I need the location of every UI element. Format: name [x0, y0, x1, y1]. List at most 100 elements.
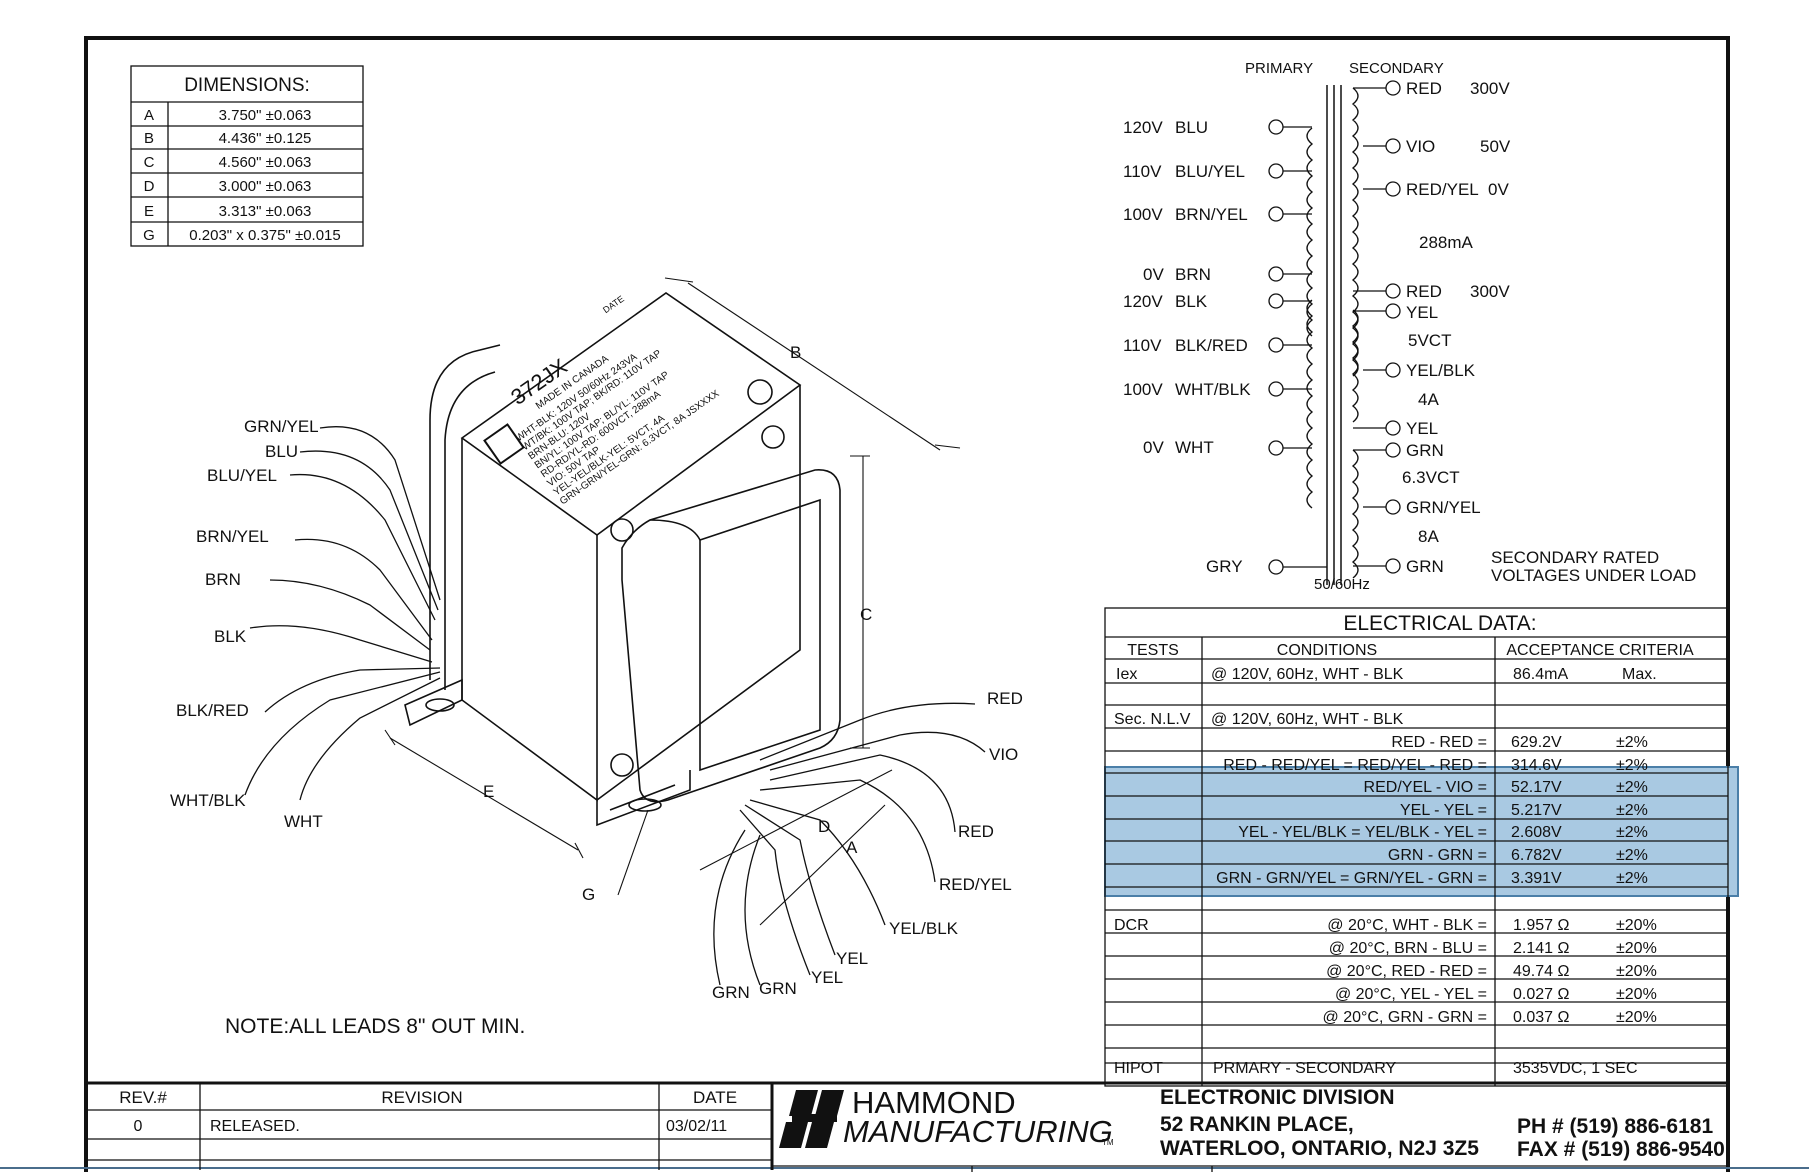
- lead-label: GRN: [712, 983, 750, 1002]
- dcr-value: 49.74 Ω: [1513, 963, 1569, 980]
- leads-note: NOTE:ALL LEADS 8" OUT MIN.: [225, 1015, 525, 1038]
- lead-label: BLU/YEL: [207, 466, 277, 485]
- dim-value: 0.203" x 0.375" ±0.015: [189, 227, 341, 244]
- tap-color: WHT: [1175, 438, 1214, 457]
- secondary-note: VOLTAGES UNDER LOAD: [1491, 566, 1696, 585]
- rev-desc: RELEASED.: [210, 1118, 300, 1135]
- nlv-value: 3.391V: [1511, 870, 1562, 887]
- nlv-tol: ±2%: [1616, 824, 1648, 841]
- hv-volt: 50V: [1480, 137, 1511, 156]
- tap-voltage: 120V: [1123, 118, 1163, 137]
- nlv-tol: ±2%: [1616, 847, 1648, 864]
- primary-windings: [1306, 127, 1314, 509]
- nlv-value: 5.217V: [1511, 802, 1562, 819]
- dcr-tol: ±20%: [1616, 963, 1657, 980]
- dcr-condition: @ 20°C, RED - RED =: [1326, 963, 1487, 980]
- revision-header: REVISION: [381, 1088, 462, 1107]
- sec-lead: RED/YEL: [1406, 180, 1479, 199]
- dim-letter-e: E: [483, 782, 494, 801]
- lead-label: WHT/BLK: [170, 791, 246, 810]
- sec-lead: YEL: [1406, 303, 1438, 322]
- snlv-test: Sec. N.L.V: [1114, 711, 1191, 728]
- electrical-table-grid: [1104, 607, 1729, 1087]
- dcr-value: 0.027 Ω: [1513, 986, 1569, 1003]
- hipot-test: HIPOT: [1114, 1060, 1163, 1077]
- sec-lead: GRN/YEL: [1406, 498, 1481, 517]
- dim-key: E: [144, 203, 154, 220]
- electrical-headers: TESTS CONDITIONS ACCEPTANCE CRITERIA: [1127, 642, 1694, 659]
- lead-label: BLK: [214, 627, 247, 646]
- lead-label: YEL: [811, 968, 843, 987]
- secondary-terminals: [1353, 80, 1401, 574]
- revision-row: 0 RELEASED. 03/02/11: [134, 1118, 728, 1135]
- tap-voltage: 110V: [1123, 336, 1162, 355]
- nlv-tol: ±2%: [1616, 870, 1648, 887]
- dcr-tol: ±20%: [1616, 1009, 1657, 1026]
- frequency-label: 50/60Hz: [1314, 576, 1370, 593]
- dcr-condition: @ 20°C, WHT - BLK =: [1327, 917, 1487, 934]
- revision-table-grid: [86, 1081, 1728, 1172]
- dim-key: B: [144, 130, 154, 147]
- rev-date: 03/02/11: [666, 1118, 727, 1135]
- hv-current: 288mA: [1419, 233, 1474, 252]
- sec-lead: GRN: [1406, 557, 1444, 576]
- dim-letter-c: C: [860, 605, 872, 624]
- primary-terminals: [1268, 119, 1327, 575]
- secondary-note: SECONDARY RATED: [1491, 548, 1659, 567]
- tap-color: BLK: [1175, 292, 1208, 311]
- dcr-tol: ±20%: [1616, 917, 1657, 934]
- nlv-highlight: [1104, 766, 1739, 897]
- company-name-2: MANUFACTURING: [843, 1114, 1113, 1149]
- sec-lead: YEL: [1406, 419, 1438, 438]
- lead-label: BRN: [205, 570, 241, 589]
- snlv-row: Sec. N.L.V @ 120V, 60Hz, WHT - BLK: [1114, 711, 1404, 728]
- tap-color: BRN: [1175, 265, 1211, 284]
- lead-label: WHT: [284, 812, 323, 831]
- hv-volt: 300V: [1470, 282, 1510, 301]
- hipot-row: HIPOT PRMARY - SECONDARY 3535VDC, 1 SEC: [1114, 1060, 1638, 1077]
- tap-voltage: 110V: [1123, 162, 1162, 181]
- electrical-title: ELECTRICAL DATA:: [1343, 612, 1536, 635]
- company-address-2: WATERLOO, ONTARIO, N2J 3Z5: [1160, 1137, 1479, 1160]
- fil2-voltage: 6.3VCT: [1402, 468, 1460, 487]
- dim-letter-b: B: [790, 343, 801, 362]
- primary-header: PRIMARY: [1245, 60, 1313, 77]
- tap-color: BLU: [1175, 118, 1208, 137]
- tap-color: BLU/YEL: [1175, 162, 1245, 181]
- company-fax: FAX # (519) 886-9540: [1517, 1138, 1725, 1161]
- tap-voltage: 100V: [1123, 380, 1163, 399]
- nlv-rows: RED - RED = 629.2V ±2% RED - RED/YEL = R…: [1216, 734, 1648, 887]
- date-label: DATE: [601, 294, 626, 316]
- dcr-tol: ±20%: [1616, 986, 1657, 1003]
- lead-label: RED/YEL: [939, 875, 1012, 894]
- iex-criteria: Max.: [1622, 666, 1657, 683]
- dim-value: 3.313" ±0.063: [219, 203, 312, 220]
- transformer-core: [1326, 85, 1342, 585]
- dim-letter-d: D: [818, 817, 830, 836]
- rev-number: 0: [134, 1118, 143, 1135]
- secondary-header: SECONDARY: [1349, 60, 1444, 77]
- dim-value: 4.436" ±0.125: [219, 130, 312, 147]
- dim-letter-g: G: [582, 885, 595, 904]
- trademark: TM: [1102, 1138, 1114, 1147]
- sec-lead: VIO: [1406, 137, 1435, 156]
- hv-volt: 0V: [1488, 180, 1509, 199]
- lead-label: GRN: [759, 979, 797, 998]
- iex-row: Iex @ 120V, 60Hz, WHT - BLK 86.4mA Max.: [1116, 666, 1657, 683]
- nlv-condition: RED - RED =: [1391, 734, 1487, 751]
- nlv-condition: GRN - GRN/YEL = GRN/YEL - GRN =: [1216, 870, 1487, 887]
- left-lead-labels: GRN/YEL BLU BLU/YEL BRN/YEL BRN BLK BLK/…: [170, 417, 323, 831]
- lead-label: RED: [987, 689, 1023, 708]
- transformer-drawing: [404, 292, 841, 827]
- dim-value: 4.560" ±0.063: [219, 154, 312, 171]
- nlv-condition: YEL - YEL =: [1400, 802, 1487, 819]
- hipot-condition: PRMARY - SECONDARY: [1213, 1060, 1396, 1077]
- nlv-value: 6.782V: [1511, 847, 1562, 864]
- tap-voltage: 0V: [1143, 438, 1164, 457]
- dim-value: 3.000" ±0.063: [219, 178, 312, 195]
- iex-condition: @ 120V, 60Hz, WHT - BLK: [1211, 666, 1404, 683]
- header-tests: TESTS: [1127, 642, 1179, 659]
- nlv-tol: ±2%: [1616, 757, 1648, 774]
- lead-label: BLK/RED: [176, 701, 249, 720]
